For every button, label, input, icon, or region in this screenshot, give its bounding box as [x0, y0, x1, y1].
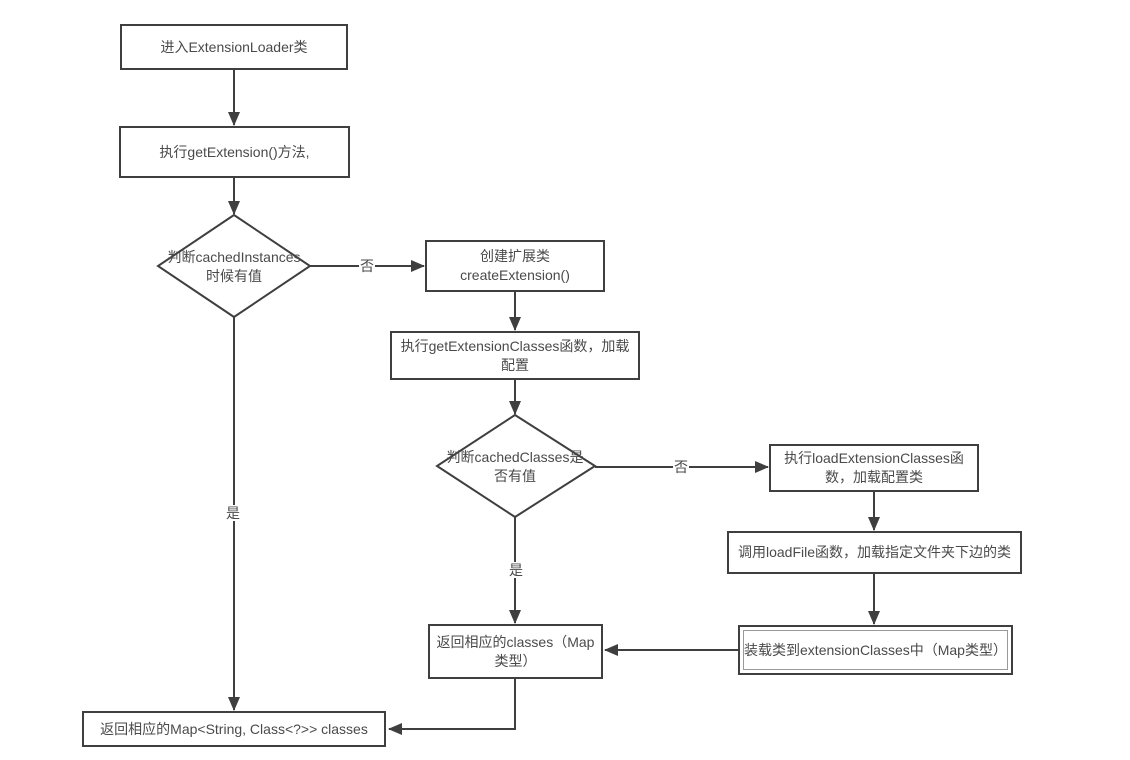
edge-label-instances-yes: 是	[225, 505, 241, 521]
node-check-cached-instances-label: 判断cachedInstances 时候有值	[139, 247, 329, 287]
node-label: 返回相应的classes（Map 类型）	[436, 633, 595, 669]
edge-label-classes-no: 否	[673, 459, 689, 475]
node-get-extension: 执行getExtension()方法,	[119, 126, 350, 178]
node-label: 执行loadExtensionClasses函 数，加载配置类	[784, 450, 964, 485]
node-enter-extension-loader: 进入ExtensionLoader类	[120, 24, 348, 70]
node-label: 调用loadFile函数，加载指定文件夹下边的类	[737, 544, 1012, 561]
node-label: 装载类到extensionClasses中（Map类型）	[744, 641, 1007, 658]
edge-label-classes-yes: 是	[508, 562, 524, 578]
node-load-file: 调用loadFile函数，加载指定文件夹下边的类	[727, 531, 1022, 574]
node-return-map: 返回相应的Map<String, Class<?>> classes	[82, 711, 386, 747]
node-load-to-map: 装载类到extensionClasses中（Map类型）	[738, 625, 1013, 675]
edge-returnclasses-to-returnmap	[388, 679, 516, 735]
edge-label-instances-no: 否	[359, 258, 375, 274]
node-label: 判断cachedClasses是 否有值	[446, 449, 584, 484]
node-check-cached-classes-label: 判断cachedClasses是 否有值	[425, 447, 605, 487]
diamond-check-cached-instances	[156, 213, 312, 319]
node-label: 创建扩展类 createExtension()	[460, 248, 570, 283]
diamond-check-cached-classes	[435, 413, 597, 519]
node-create-extension: 创建扩展类 createExtension()	[425, 240, 605, 292]
node-label: 判断cachedInstances 时候有值	[167, 249, 301, 284]
node-label: 返回相应的Map<String, Class<?>> classes	[100, 720, 368, 737]
node-load-extension-classes: 执行loadExtensionClasses函 数，加载配置类	[769, 444, 979, 492]
node-return-classes: 返回相应的classes（Map 类型）	[428, 624, 603, 679]
node-get-extension-classes: 执行getExtensionClasses函数，加载 配置	[390, 331, 640, 380]
node-label: 执行getExtension()方法,	[159, 143, 310, 160]
node-label: 进入ExtensionLoader类	[160, 38, 308, 55]
node-label: 执行getExtensionClasses函数，加载 配置	[400, 337, 630, 373]
